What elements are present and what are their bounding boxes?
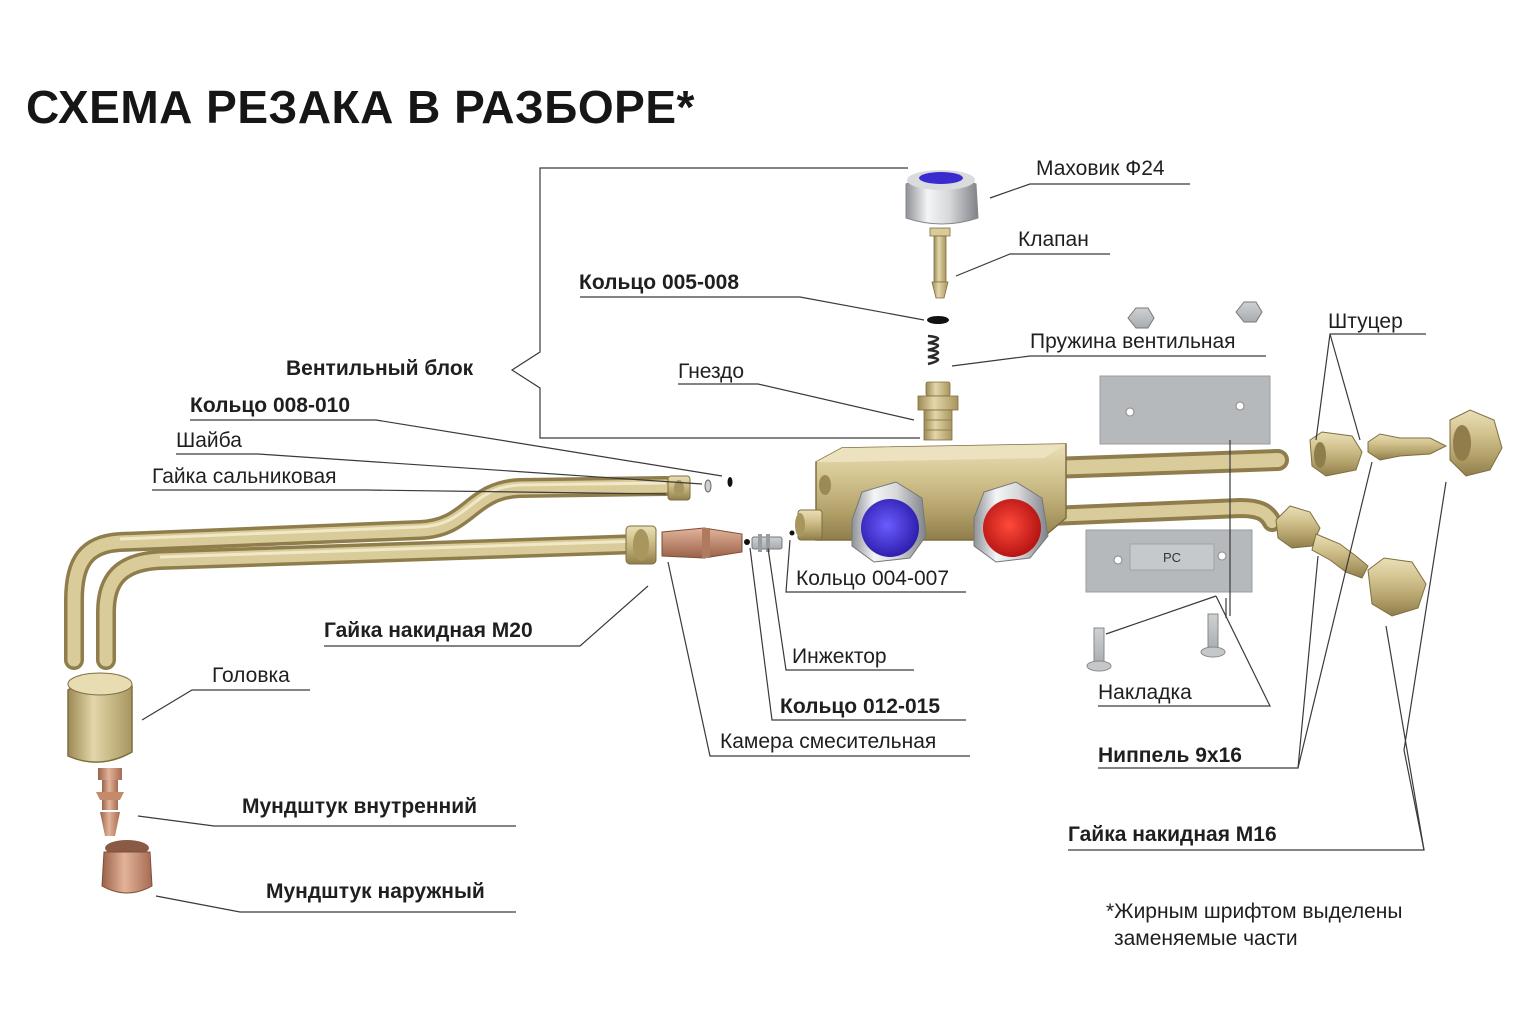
fuel-valve-knob (973, 481, 1049, 563)
label-outer-nozzle: Мундштук наружный (266, 880, 485, 903)
label-ring-012-015: Кольцо 012-015 (780, 695, 941, 718)
ring-012-015-part (744, 539, 750, 545)
nut-m20-part (625, 525, 657, 565)
footnote: *Жирным шрифтом выделены заменяемые част… (1106, 898, 1402, 952)
label-seat: Гнездо (678, 360, 745, 383)
leader-lines (137, 167, 1447, 913)
injector-part (751, 534, 783, 552)
back-tubes (1039, 449, 1289, 532)
label-valve: Клапан (1018, 228, 1089, 251)
label-nipple: Ниппель 9х16 (1098, 744, 1242, 767)
label-injector: Инжектор (792, 645, 887, 668)
mixing-chamber-part (661, 527, 743, 559)
inner-nozzle-part (96, 768, 124, 836)
fitting-shtutser-part (1309, 431, 1363, 477)
hex-nut-left-part (1127, 307, 1155, 329)
label-inner-nozzle: Мундштук внутренний (242, 795, 478, 818)
footnote-line-2: заменяемые части (1114, 927, 1298, 950)
outer-nozzle-part (101, 840, 153, 894)
handwheel-part (905, 170, 979, 225)
label-gland-nut: Гайка сальниковая (152, 465, 337, 488)
label-fitting: Штуцер (1328, 310, 1403, 333)
nipple-lower-part (1275, 505, 1369, 579)
rivet-left-part (1086, 627, 1112, 672)
nut-m16-upper-part (1449, 409, 1503, 477)
plate-marking: PC (1163, 550, 1181, 565)
label-washer: Шайба (176, 429, 242, 452)
upper-tube (64, 476, 676, 670)
page-title: СХЕМА РЕЗАКА В РАЗБОРЕ* (26, 81, 695, 133)
gland-nut-part (667, 475, 691, 501)
ring-005-008-part (927, 316, 949, 324)
washer-part (704, 479, 712, 493)
label-mixing-chamber: Камера смесительная (720, 730, 937, 753)
valve-stem-part (929, 227, 951, 299)
nut-m16-lower-part (1367, 557, 1427, 617)
seat-part (917, 381, 959, 441)
label-plate: Накладка (1098, 681, 1192, 704)
label-nut-m16: Гайка накидная М16 (1068, 823, 1277, 846)
label-nut-m20: Гайка накидная М20 (324, 619, 533, 642)
label-valve-block: Вентильный блок (286, 357, 474, 380)
label-valve-spring: Пружина вентильная (1030, 330, 1236, 353)
label-ring-005-008: Кольцо 005-008 (579, 271, 740, 294)
plate-top-part (1099, 375, 1271, 445)
plate-bottom-part: PC (1085, 529, 1253, 593)
label-ring-008-010: Кольцо 008-010 (190, 394, 351, 417)
label-ring-004-007: Кольцо 004-007 (796, 567, 950, 590)
rivet-right-part (1200, 613, 1226, 658)
footnote-line-1: *Жирным шрифтом выделены (1106, 900, 1403, 923)
valve-spring-part (927, 334, 940, 366)
lower-tube (96, 534, 650, 670)
ring-004-007-part (789, 530, 795, 536)
ring-008-010-part (727, 477, 733, 487)
label-handwheel: Маховик Ф24 (1036, 157, 1165, 180)
oxygen-valve-knob (851, 481, 927, 563)
nipple-upper-part (1367, 433, 1448, 461)
hex-nut-right-part (1235, 301, 1263, 323)
head-part (67, 672, 133, 763)
label-head: Головка (212, 664, 290, 687)
